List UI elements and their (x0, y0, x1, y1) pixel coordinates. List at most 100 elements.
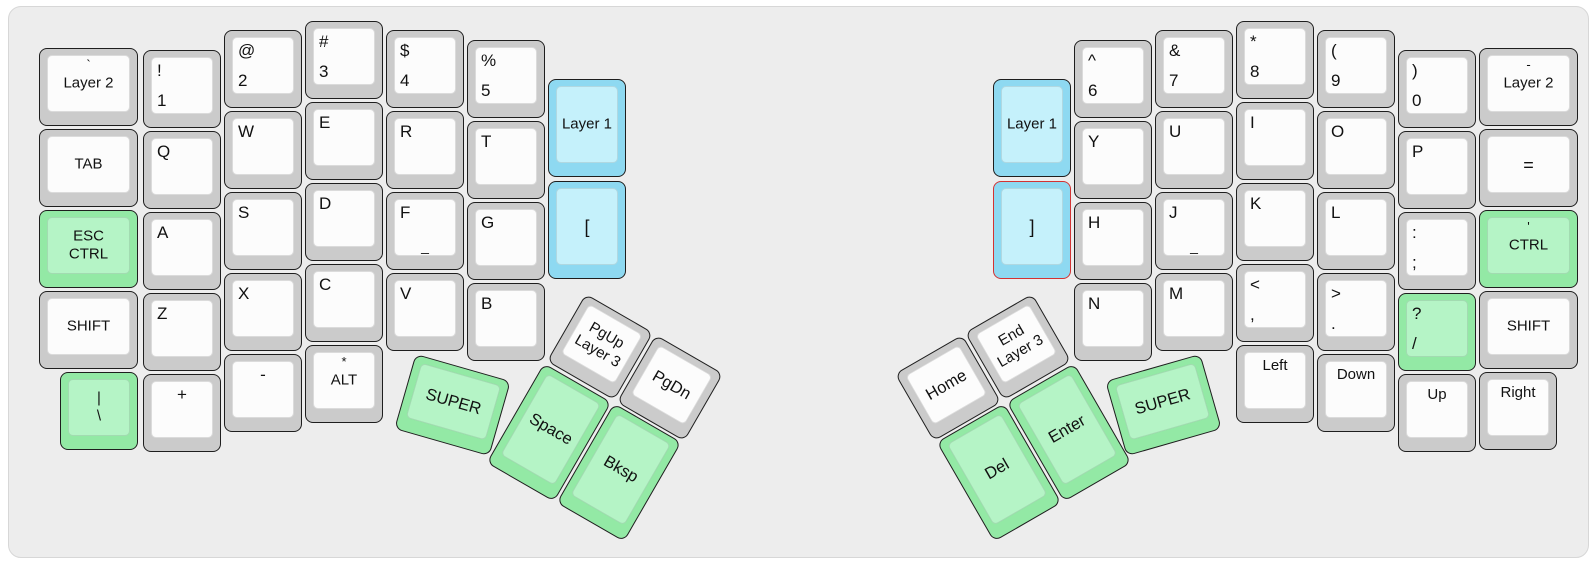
key-e[interactable]: E (305, 102, 383, 180)
key-h[interactable]: H (1074, 202, 1152, 280)
keycap-top: !1 (151, 57, 213, 114)
key-c[interactable]: C (305, 264, 383, 342)
key-exclamation-1[interactable]: !1 (143, 50, 221, 128)
key-x[interactable]: X (224, 273, 302, 351)
key-legend-bl: 9 (1331, 70, 1341, 90)
key-legend-tl: H (1088, 213, 1101, 232)
keycap-top: :; (1406, 219, 1468, 276)
key-equals[interactable]: = (1479, 129, 1578, 207)
key-b[interactable]: B (467, 283, 545, 361)
key-plus[interactable]: + (143, 374, 221, 452)
keycap-top: SHIFT (1487, 298, 1570, 355)
key-dollar-4[interactable]: $4 (386, 30, 464, 108)
key-arrow-down[interactable]: Down (1317, 354, 1395, 432)
key-pipe-backslash[interactable]: | \ (60, 372, 138, 450)
key-legend-tl: G (481, 213, 495, 232)
key-hash-3[interactable]: #3 (305, 21, 383, 99)
key-paren-0[interactable]: )0 (1398, 50, 1476, 128)
key-u[interactable]: U (1155, 111, 1233, 189)
key-right-bracket[interactable]: ] (993, 181, 1071, 279)
keycap-top: I (1244, 109, 1306, 166)
key-left-bracket[interactable]: [ (548, 181, 626, 279)
key-n[interactable]: N (1074, 283, 1152, 361)
key-arrow-up[interactable]: Up (1398, 374, 1476, 452)
keycap-top: Down (1325, 361, 1387, 418)
keycap-top: End Layer 3 (975, 303, 1058, 385)
key-paren-9[interactable]: (9 (1317, 30, 1395, 108)
key-arrow-left[interactable]: Left (1236, 345, 1314, 423)
key-g[interactable]: G (467, 202, 545, 280)
key-legend-tl: Y (1088, 132, 1100, 151)
key-a[interactable]: A (143, 212, 221, 290)
key-legend-tl: S (238, 203, 250, 222)
key-k[interactable]: K (1236, 183, 1314, 261)
key-minus-layer-2[interactable]: -Layer 2 (1479, 48, 1578, 126)
key-legend-c: | \ (96, 388, 102, 425)
keycap-top: Layer 1 (1001, 86, 1063, 163)
key-t[interactable]: T (467, 121, 545, 199)
key-legend-tl: ^ (1088, 51, 1096, 70)
key-r[interactable]: R (386, 111, 464, 189)
keycap-top: Up (1406, 381, 1468, 438)
key-legend-tl: C (319, 275, 332, 294)
key-legend-bl: , (1250, 304, 1255, 324)
keycap-top: + (151, 381, 213, 438)
key-ampersand-7[interactable]: &7 (1155, 30, 1233, 108)
key-d[interactable]: D (305, 183, 383, 261)
key-minus-left[interactable]: - (224, 354, 302, 432)
key-esc-ctrl[interactable]: ESC CTRL (39, 210, 138, 288)
key-at-2[interactable]: @2 (224, 30, 302, 108)
keycap-top: P (1406, 138, 1468, 195)
key-percent-5[interactable]: %5 (467, 40, 545, 118)
key-shift-right[interactable]: SHIFT (1479, 291, 1578, 369)
key-layer-1-left[interactable]: Layer 1 (548, 79, 626, 177)
keycap-top: T (475, 128, 537, 185)
key-legend-bl: / (1412, 333, 1417, 353)
key-legend-tl: F (400, 203, 411, 222)
key-legend-tl: Z (157, 304, 168, 323)
key-arrow-right[interactable]: Right (1479, 372, 1557, 450)
key-j[interactable]: J_ (1155, 192, 1233, 270)
key-q[interactable]: Q (143, 131, 221, 209)
key-layer-2-left[interactable]: `Layer 2 (39, 48, 138, 126)
key-super-right[interactable]: SUPER (1105, 353, 1222, 457)
key-l[interactable]: L (1317, 192, 1395, 270)
key-legend-tc: ' (1527, 219, 1530, 234)
key-i[interactable]: I (1236, 102, 1314, 180)
key-less-comma[interactable]: <, (1236, 264, 1314, 342)
key-y[interactable]: Y (1074, 121, 1152, 199)
key-z[interactable]: Z (143, 293, 221, 371)
key-asterisk-8[interactable]: *8 (1236, 21, 1314, 99)
key-legend-c: Del (981, 455, 1013, 484)
keycap-top: C (313, 271, 375, 328)
key-super-left[interactable]: SUPER (394, 353, 511, 457)
key-f[interactable]: F_ (386, 192, 464, 270)
key-legend-tc: Down (1336, 366, 1376, 383)
key-legend-tl: ) (1412, 61, 1418, 80)
key-p[interactable]: P (1398, 131, 1476, 209)
key-tab[interactable]: TAB (39, 129, 138, 207)
key-quote-ctrl[interactable]: 'CTRL (1479, 210, 1578, 288)
key-shift-left[interactable]: SHIFT (39, 291, 138, 369)
key-legend-tl: & (1169, 41, 1181, 60)
key-legend-c: SHIFT (1506, 317, 1551, 335)
key-greater-period[interactable]: >. (1317, 273, 1395, 351)
key-m[interactable]: M (1155, 273, 1233, 351)
key-legend-tc: ` (86, 57, 91, 72)
key-question-slash[interactable]: ?/ (1398, 293, 1476, 371)
key-layer-1-right[interactable]: Layer 1 (993, 79, 1071, 177)
key-caret-6[interactable]: ^6 (1074, 40, 1152, 118)
key-legend-tl: P (1412, 142, 1424, 161)
key-legend-c: SUPER (423, 384, 484, 418)
key-s[interactable]: S (224, 192, 302, 270)
key-alt[interactable]: *ALT (305, 345, 383, 423)
key-legend-tc: Left (1262, 357, 1288, 374)
key-legend-c: ESC CTRL (68, 226, 109, 263)
key-w[interactable]: W (224, 111, 302, 189)
key-legend-tc: + (177, 385, 187, 404)
key-legend-tl: K (1250, 194, 1262, 213)
key-v[interactable]: V (386, 273, 464, 351)
key-colon-semicolon[interactable]: :; (1398, 212, 1476, 290)
key-o[interactable]: O (1317, 111, 1395, 189)
